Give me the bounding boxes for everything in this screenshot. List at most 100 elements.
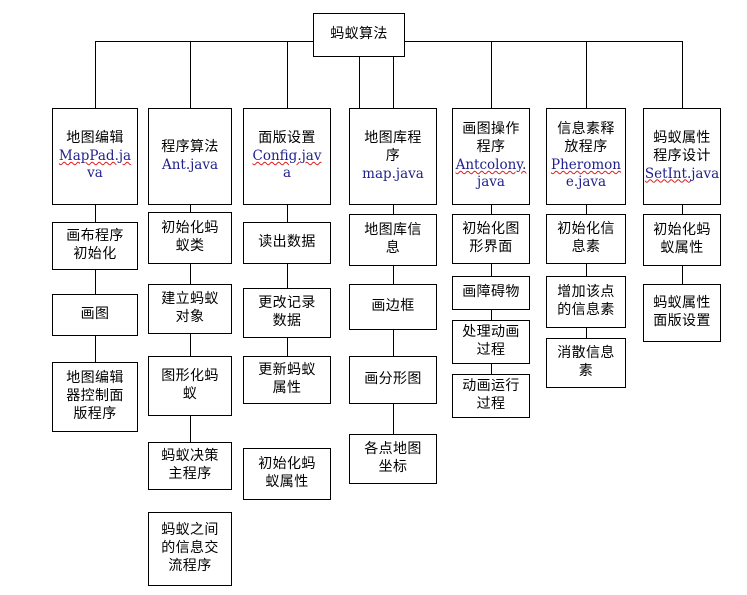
connector-line-vertical — [287, 338, 288, 356]
node-label-cn: 面版设置 — [258, 130, 316, 146]
node-label-cn: 蚂蚁决策 主程序 — [161, 448, 219, 482]
connector-line-vertical — [586, 205, 587, 214]
connector-line-vertical — [95, 205, 96, 222]
connector-line-vertical — [682, 41, 683, 108]
node-col-3-child-4[interactable]: 初始化蚂 蚁属性 — [243, 448, 331, 500]
node-label-code: MapPad.ja va — [58, 147, 132, 182]
node-label-cn: 地图库程 序 — [364, 129, 422, 164]
node-col-2-child-2[interactable]: 建立蚂蚁 对象 — [148, 284, 232, 334]
connector-line-vertical — [287, 205, 288, 222]
connector-line-vertical — [491, 205, 492, 214]
connector-line-vertical — [682, 205, 683, 214]
node-label-cn: 建立蚂蚁 对象 — [161, 291, 219, 325]
node-col-4-child-2[interactable]: 画边框 — [349, 284, 437, 330]
connector-line-vertical — [359, 57, 360, 108]
connector-line-vertical — [491, 41, 492, 108]
node-col-2-child-4[interactable]: 蚂蚁决策 主程序 — [148, 442, 232, 490]
node-col-4-child-3[interactable]: 画分形图 — [349, 356, 437, 404]
node-col-5-child-2[interactable]: 画障碍物 — [452, 276, 530, 310]
node-label-cn: 处理动画 过程 — [462, 324, 520, 358]
node-col-6-child-1[interactable]: 初始化信 息素 — [546, 214, 626, 264]
node-label-code: Ant.java — [161, 156, 219, 173]
node-col-3-child-3[interactable]: 更新蚂蚁 属性 — [243, 356, 331, 404]
connector-line-vertical — [586, 264, 587, 276]
node-col-6-child-3[interactable]: 消散信息 素 — [546, 338, 626, 388]
node-label-cn: 读出数据 — [258, 234, 316, 251]
node-label-cn: 画图操作 程序 — [462, 121, 520, 155]
spellcheck-underline: Antcolony. — [455, 156, 527, 173]
node-col-3-child-2[interactable]: 更改记录 数据 — [243, 288, 331, 338]
node-col-7-child-2[interactable]: 蚂蚁属性 面版设置 — [643, 284, 721, 342]
spellcheck-underline: Pheromon — [551, 156, 621, 173]
node-col-4-child-4[interactable]: 各点地图 坐标 — [349, 434, 437, 484]
node-col-5-child-1[interactable]: 初始化图 形界面 — [452, 214, 530, 264]
connector-line-vertical — [586, 41, 587, 108]
node-label-cn: 增加该点 的信息素 — [557, 284, 615, 318]
node-col-1-child-2[interactable]: 画图 — [52, 294, 138, 336]
node-label-code: map.java — [362, 165, 424, 182]
node-label-code: Antcolony. java — [455, 156, 527, 191]
connector-line-vertical — [393, 41, 394, 108]
connector-line-vertical — [287, 264, 288, 288]
node-col-1-child-3[interactable]: 地图编辑 器控制面 版程序 — [52, 362, 138, 432]
connector-line-vertical — [393, 266, 394, 284]
node-col-7-child-1[interactable]: 初始化蚂 蚁属性 — [643, 214, 721, 266]
node-label-cn: 更新蚂蚁 属性 — [258, 362, 316, 396]
node-col-2-child-1[interactable]: 初始化蚂 蚁类 — [148, 212, 232, 264]
node-label-cn: 蚂蚁之间 的信息交 流程序 — [161, 522, 219, 574]
node-col-2-child-5[interactable]: 蚂蚁之间 的信息交 流程序 — [148, 512, 232, 586]
spellcheck-underline: SetInt. — [644, 165, 692, 182]
connector-line-vertical — [491, 264, 492, 276]
connector-line-vertical — [287, 41, 288, 108]
connector-line-vertical — [95, 270, 96, 294]
node-label-cn: 初始化图 形界面 — [462, 221, 520, 255]
node-col-1-child-1[interactable]: 画布程序 初始化 — [52, 222, 138, 270]
node-root[interactable]: 蚂蚁算法 — [313, 13, 405, 57]
node-col-2-child-3[interactable]: 图形化蚂 蚁 — [148, 356, 232, 416]
node-label-cn: 初始化蚂 蚁属性 — [653, 222, 711, 256]
spellcheck-underline: MapPad.ja — [58, 147, 132, 164]
node-label-cn: 信息素释 放程序 — [557, 121, 615, 155]
node-label-code: SetInt.java — [644, 165, 720, 182]
node-label-cn: 地图库信 息 — [364, 222, 422, 256]
connector-line-horizontal — [405, 41, 682, 42]
node-col-3-child-1[interactable]: 读出数据 — [243, 222, 331, 264]
node-label-cn: 画边框 — [371, 298, 415, 315]
node-label-cn: 蚂蚁算法 — [330, 26, 388, 43]
connector-line-vertical — [95, 336, 96, 362]
node-label-cn: 程序算法 — [161, 138, 219, 155]
connector-line-vertical — [586, 328, 587, 338]
node-label-cn: 蚂蚁属性 程序设计 — [653, 129, 711, 164]
node-label-cn: 地图编辑 器控制面 版程序 — [66, 370, 124, 422]
connector-line-vertical — [95, 41, 96, 108]
connector-line-vertical — [682, 266, 683, 284]
connector-line-horizontal — [95, 41, 313, 42]
connector-line-vertical — [393, 404, 394, 434]
connector-line-vertical — [190, 41, 191, 108]
spellcheck-underline: Config.jav — [252, 147, 322, 164]
node-label-cn: 画图 — [80, 306, 110, 323]
node-col-4-child-1[interactable]: 地图库信 息 — [349, 214, 437, 266]
connector-line-vertical — [393, 330, 394, 356]
node-col-6-child-2[interactable]: 增加该点 的信息素 — [546, 276, 626, 328]
node-label-code: Pheromon e.java — [551, 156, 621, 191]
connector-line-vertical — [190, 334, 191, 356]
connector-line-vertical — [190, 264, 191, 284]
node-label-cn: 画障碍物 — [462, 284, 520, 301]
node-col-5-child-3[interactable]: 处理动画 过程 — [452, 320, 530, 364]
node-label-code: Config.jav a — [252, 147, 322, 182]
node-col-5-child-4[interactable]: 动画运行 过程 — [452, 374, 530, 418]
connector-line-vertical — [491, 364, 492, 374]
connector-line-vertical — [393, 205, 394, 214]
node-label-cn: 蚂蚁属性 面版设置 — [653, 295, 711, 329]
node-label-cn: 初始化蚂 蚁属性 — [258, 456, 316, 490]
node-label-cn: 图形化蚂 蚁 — [161, 368, 219, 402]
